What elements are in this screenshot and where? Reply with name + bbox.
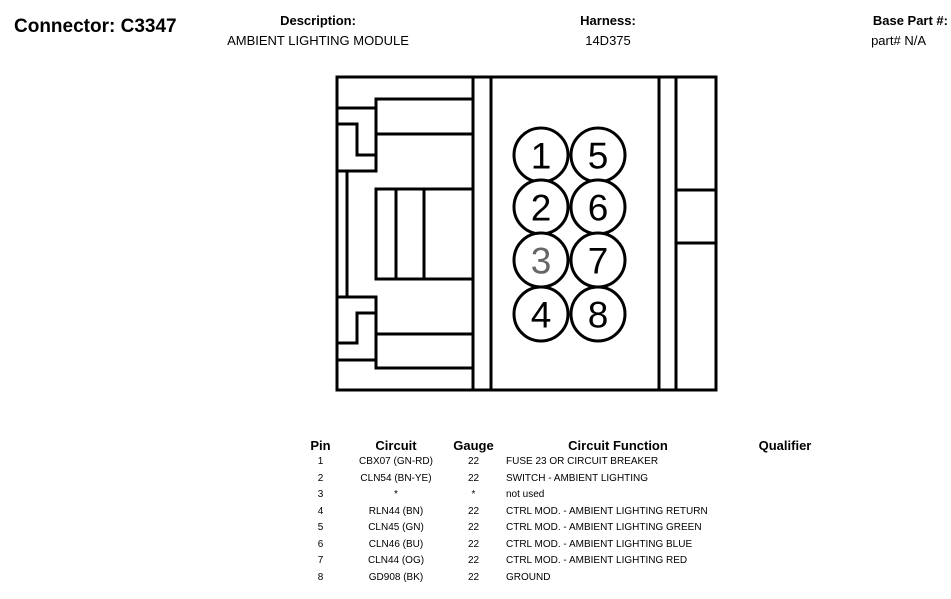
description-value: AMBIENT LIGHTING MODULE: [227, 33, 409, 48]
table-row: 2 CLN54 (BN-YE) 22 SWITCH - AMBIENT LIGHTIN…: [300, 471, 840, 488]
cell-function: CTRL MOD. - AMBIENT LIGHTING RED: [506, 555, 688, 566]
pin-number-5: 5: [588, 136, 609, 177]
top-latch-arm-inner: [374, 108, 473, 136]
cell-function: not used: [506, 489, 545, 500]
top-latch-hook: [337, 122, 378, 157]
harness-block: Harness: 14D375: [548, 11, 668, 51]
pin-table: Pin Circuit Gauge Circuit Function Quali…: [300, 437, 840, 586]
col-header-qualifier: Qualifier: [758, 438, 812, 453]
table-row: 6 CLN46 (BU) 22 CTRL MOD. - AMBIENT LIGHTIN…: [300, 537, 840, 554]
pin-number-6: 6: [588, 188, 609, 229]
cell-gauge: 22: [467, 456, 480, 467]
cell-qualifier: [730, 570, 840, 587]
cell-pin: 3: [317, 489, 324, 500]
cell-pin: 1: [317, 456, 324, 467]
bottom-latch-arm-inner: [374, 332, 473, 360]
pin-number-2: 2: [531, 188, 552, 229]
cell-circuit: *: [394, 489, 398, 500]
cell-gauge: 22: [467, 472, 480, 484]
bottom-latch-arm-outer: [337, 358, 473, 370]
col-header-gauge: Gauge: [453, 438, 494, 453]
cell-function: CTRL MOD. - AMBIENT LIGHTING BLUE: [506, 538, 693, 550]
cell-qualifier: [730, 487, 840, 504]
cell-pin: 5: [317, 522, 324, 533]
pin-group: 1 2 3 4 5 6 7 8: [512, 126, 627, 343]
col-header-pin: Pin: [310, 438, 331, 453]
pin-number-7: 7: [588, 241, 609, 282]
cell-gauge: 22: [467, 555, 480, 566]
col-header-circuit: Circuit: [375, 438, 417, 453]
cell-circuit: CLN45 (GN): [368, 522, 424, 533]
base-part-value: part# N/A: [871, 33, 926, 48]
cell-function: GROUND: [506, 571, 551, 583]
pin-number-3: 3: [531, 241, 552, 282]
cell-pin: 6: [317, 538, 324, 550]
cell-function: CTRL MOD. - AMBIENT LIGHTING GREEN: [506, 522, 702, 533]
pin-number-1: 1: [531, 136, 552, 177]
cell-circuit: CBX07 (GN-RD): [359, 456, 433, 467]
pin-number-8: 8: [588, 295, 609, 336]
bottom-latch-base: [337, 295, 378, 313]
pin-table-body: 1 CBX07 (GN-RD) 22 FUSE 23 OR CIRCUIT BREAK…: [300, 454, 840, 586]
base-part-label: Base Part #:: [872, 13, 948, 28]
cell-circuit: GD908 (BK): [368, 571, 424, 583]
cell-circuit: RLN44 (BN): [368, 505, 424, 517]
cell-function: FUSE 23 OR CIRCUIT BREAKER: [506, 456, 659, 467]
table-row: 7 CLN44 (OG) 22 CTRL MOD. - AMBIENT LIGHTIN…: [300, 553, 840, 570]
pin-cavity-4: [512, 285, 570, 343]
cell-pin: 2: [317, 472, 324, 484]
cell-pin: 4: [317, 505, 324, 517]
cell-circuit: CLN46 (BU): [368, 538, 424, 550]
bottom-latch-hook: [337, 311, 378, 345]
cell-qualifier: [730, 537, 840, 554]
top-latch-arm-outer: [337, 97, 473, 110]
cell-qualifier: [730, 520, 840, 537]
table-row: 1 CBX07 (GN-RD) 22 FUSE 23 OR CIRCUIT BREAK…: [300, 454, 840, 471]
col-header-function: Circuit Function: [568, 438, 668, 453]
top-latch-base: [337, 155, 378, 173]
description-block: Description: AMBIENT LIGHTING MODULE: [178, 11, 458, 51]
cell-qualifier: [730, 471, 840, 488]
cell-qualifier: [730, 504, 840, 521]
pin-number-4: 4: [531, 295, 552, 336]
cell-circuit: CLN54 (BN-YE): [360, 472, 432, 484]
cell-circuit: CLN44 (OG): [367, 555, 425, 566]
connector-housing-outline: [335, 75, 718, 392]
connector-title: Connector: C3347: [14, 16, 177, 37]
harness-value: 14D375: [585, 33, 631, 48]
cell-gauge: *: [471, 489, 476, 500]
cell-function: SWITCH - AMBIENT LIGHTING: [506, 472, 649, 484]
cell-function: CTRL MOD. - AMBIENT LIGHTING RETURN: [506, 505, 708, 517]
pin-cavity-8: [569, 285, 627, 343]
table-row: 4 RLN44 (BN) 22 CTRL MOD. - AMBIENT LIGHTIN…: [300, 504, 840, 521]
cell-pin: 7: [317, 555, 324, 566]
cell-qualifier: [730, 454, 840, 471]
cell-qualifier: [730, 553, 840, 570]
cell-pin: 8: [317, 571, 324, 583]
description-label: Description:: [280, 13, 356, 28]
connector-face-diagram: 1 2 3 4 5 6 7 8: [335, 75, 718, 392]
table-row: 3 * * not used: [300, 487, 840, 504]
harness-label: Harness:: [580, 13, 636, 28]
cell-gauge: 22: [467, 571, 480, 583]
table-row: 8 GD908 (BK) 22 GROUND: [300, 570, 840, 587]
base-part-block: Base Part #: part# N/A: [820, 11, 948, 51]
cell-gauge: 22: [467, 538, 480, 550]
pin-table-header-row: Pin Circuit Gauge Circuit Function Quali…: [300, 437, 840, 454]
table-row: 5 CLN45 (GN) 22 CTRL MOD. - AMBIENT LIGHTIN…: [300, 520, 840, 537]
cell-gauge: 22: [467, 522, 480, 533]
cell-gauge: 22: [467, 505, 480, 517]
